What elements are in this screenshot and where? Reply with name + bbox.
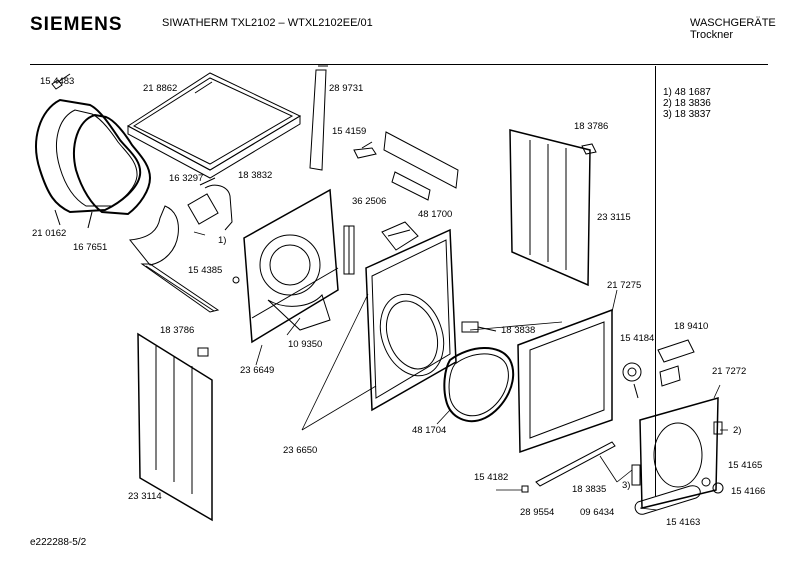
top-cover <box>128 73 300 178</box>
part-label: 18 3835 <box>572 484 607 495</box>
part-label: 23 3115 <box>597 212 631 223</box>
sensor-part <box>382 222 418 250</box>
part-label: 18 3832 <box>238 170 273 181</box>
part-label: 23 3114 <box>128 491 162 502</box>
part-label: 48 1700 <box>418 209 453 220</box>
control-bracket <box>354 132 458 200</box>
cable-harness <box>130 178 232 265</box>
part-label: 18 3838 <box>501 325 536 336</box>
category-label: WASCHGERÄTE <box>690 17 776 29</box>
heater-bar <box>344 226 354 274</box>
part-label: 18 3786 <box>160 325 195 336</box>
leader-lines <box>194 232 728 510</box>
footnote-ref: 2) <box>733 425 742 436</box>
front-panel <box>518 310 612 452</box>
part-label: 23 6649 <box>240 365 275 376</box>
part-label: 15 4184 <box>620 333 655 344</box>
part-label: 21 7275 <box>607 280 642 291</box>
part-label: 28 9554 <box>520 507 555 518</box>
bottom-hardware <box>635 478 723 514</box>
notes-divider <box>655 66 656 496</box>
part-label: 09 6434 <box>580 507 615 518</box>
part-label: 23 6650 <box>283 445 318 456</box>
footnote-2: 2) 18 3836 <box>663 98 711 109</box>
part-label: 18 3786 <box>574 121 609 132</box>
knob-part <box>623 363 641 398</box>
part-label: 15 4182 <box>474 472 509 483</box>
rear-panel-assembly <box>244 190 338 342</box>
model-title: SIWATHERM TXL2102 – WTXL2102EE/01 <box>162 17 373 29</box>
side-panel-right <box>510 130 596 285</box>
part-label: 10 9350 <box>288 339 323 350</box>
latch-bracket <box>658 340 694 386</box>
part-label: 28 9731 <box>329 83 364 94</box>
part-label: 15 4163 <box>666 517 701 528</box>
part-label: 18 9410 <box>674 321 709 332</box>
part-label: 15 4483 <box>40 76 75 87</box>
header-divider <box>30 64 768 65</box>
footnote-ref: 1) <box>218 235 227 246</box>
part-label: 16 7651 <box>73 242 108 253</box>
part-label: 16 3297 <box>169 173 204 184</box>
part-label: 21 7272 <box>712 366 747 377</box>
trim-strip <box>522 442 615 492</box>
side-panel-left <box>138 334 212 520</box>
part-label: 15 4159 <box>332 126 367 137</box>
footnote-list: 1) 48 1687 2) 18 3836 3) 18 3837 <box>663 87 711 120</box>
door-gasket <box>444 348 513 421</box>
part-label: 21 0162 <box>32 228 67 239</box>
rail-part <box>142 264 239 312</box>
subcategory-label: Trockner <box>690 29 733 41</box>
footnote-3: 3) 18 3837 <box>663 109 711 120</box>
part-label: 21 8862 <box>143 83 178 94</box>
front-cover <box>632 398 722 508</box>
strip-part <box>310 66 328 170</box>
footnote-ref: 3) <box>622 480 631 491</box>
part-label: 15 4166 <box>731 486 766 497</box>
connector-part <box>462 322 496 332</box>
door-seal-rings <box>36 74 150 228</box>
part-label: 48 1704 <box>412 425 447 436</box>
footnote-1: 1) 48 1687 <box>663 87 711 98</box>
part-label: 15 4385 <box>188 265 223 276</box>
brand-logo: SIEMENS <box>30 14 123 35</box>
front-frame <box>366 230 456 410</box>
drawing-id: e222288-5/2 <box>30 537 87 548</box>
part-label: 36 2506 <box>352 196 387 207</box>
part-label: 15 4165 <box>728 460 763 471</box>
